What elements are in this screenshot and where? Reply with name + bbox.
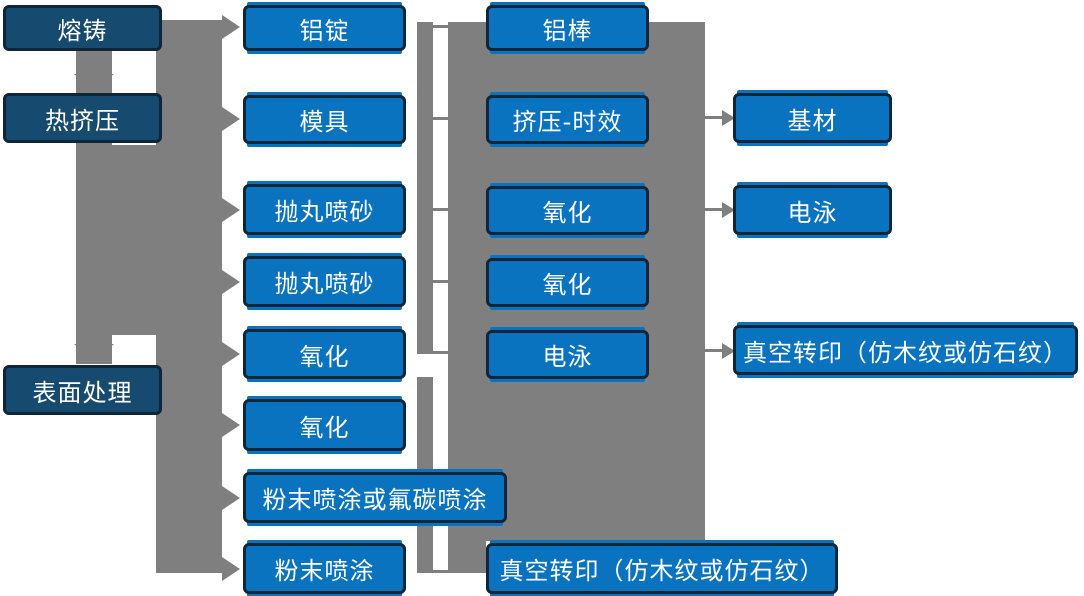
arrow-to-oxidation-2-icon [222, 413, 240, 437]
connector-block-column3-foot [448, 541, 486, 573]
connector-tick-oxidation-4 [433, 280, 449, 283]
node-powder-or-fluorocarbon-coating: 粉末喷涂或氟碳喷涂 [243, 472, 507, 523]
node-base-material: 基材 [733, 93, 892, 143]
arrow-to-shot-blasting-2-icon [222, 270, 240, 294]
connector-tick-oxidation-3 [433, 208, 449, 211]
arrow-down-to-hot-extrusion-icon [74, 74, 114, 90]
connector-line-to-base-material [705, 116, 723, 119]
node-oxidation-4: 氧化 [486, 258, 649, 307]
arrow-to-vacuum-transfer-2-icon [722, 343, 735, 359]
arrow-to-aluminum-ingot-icon [222, 15, 240, 39]
arrow-to-powder-or-fluorocarbon-icon [222, 486, 240, 510]
connector-tick-electrophoresis [433, 351, 449, 354]
arrow-down-to-surface-treatment-icon [74, 344, 114, 360]
arrow-to-powder-coating-icon [222, 557, 240, 581]
connector-surface-treatment-stub [160, 388, 168, 391]
connector-tick-extrusion-aging [433, 117, 449, 120]
connector-line-to-vacuum-transfer-2 [705, 349, 723, 352]
arrow-to-base-material-icon [722, 110, 735, 126]
node-vacuum-transfer-print-2: 真空转印（仿木纹或仿石纹） [733, 325, 1078, 375]
connector-left-filler [112, 145, 162, 335]
node-hot-extrusion: 热挤压 [3, 93, 162, 143]
connector-tick-aluminum-bar [433, 25, 449, 28]
node-powder-coating: 粉末喷涂 [243, 543, 406, 594]
connector-bar-middle-upper [417, 22, 433, 354]
node-shot-blasting-1: 抛丸喷砂 [243, 184, 406, 235]
connector-band-column2 [156, 20, 222, 573]
node-oxidation-2: 氧化 [243, 399, 406, 451]
arrow-to-electrophoresis-2-icon [722, 202, 735, 218]
node-mold: 模具 [243, 95, 406, 144]
node-shot-blasting-2: 抛丸喷砂 [243, 256, 406, 307]
node-extrusion-aging: 挤压-时效 [486, 95, 649, 144]
node-oxidation-1: 氧化 [243, 329, 406, 379]
node-aluminum-bar: 铝棒 [486, 5, 649, 51]
node-vacuum-transfer-print-1: 真空转印（仿木纹或仿石纹） [486, 543, 838, 594]
connector-line-to-electrophoresis-2 [705, 208, 723, 211]
arrow-to-oxidation-1-icon [222, 342, 240, 366]
node-aluminum-ingot: 铝锭 [243, 5, 406, 51]
node-electrophoresis-2: 电泳 [733, 185, 892, 235]
node-electrophoresis-1: 电泳 [486, 330, 649, 379]
node-surface-treatment: 表面处理 [3, 365, 162, 415]
connector-tick-vacuum-transfer [433, 570, 449, 573]
arrow-to-shot-blasting-1-icon [222, 198, 240, 222]
node-oxidation-3: 氧化 [486, 186, 649, 235]
node-melting-casting: 熔铸 [3, 5, 162, 51]
arrow-to-mold-icon [222, 107, 240, 131]
